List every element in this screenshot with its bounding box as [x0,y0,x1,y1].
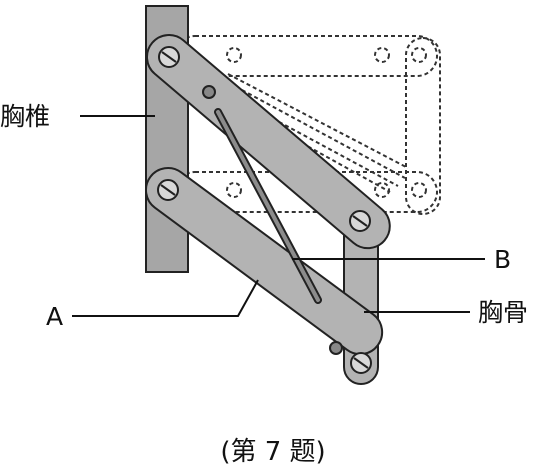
leader-a [72,279,259,317]
label-b: B [494,245,511,274]
label-sternum: 胸骨 [478,298,528,327]
screw-upper-mid [202,85,216,99]
figure-caption: (第 7 题) [220,437,325,467]
lower-rib-bar [145,167,384,356]
label-a: A [46,302,63,331]
label-spine: 胸椎 [0,102,50,131]
raised-position-outline [174,35,441,215]
pivot-screws [157,46,372,374]
screw-lower-mid [329,341,343,355]
leader-lines [72,115,485,317]
muscle-b [214,108,322,304]
